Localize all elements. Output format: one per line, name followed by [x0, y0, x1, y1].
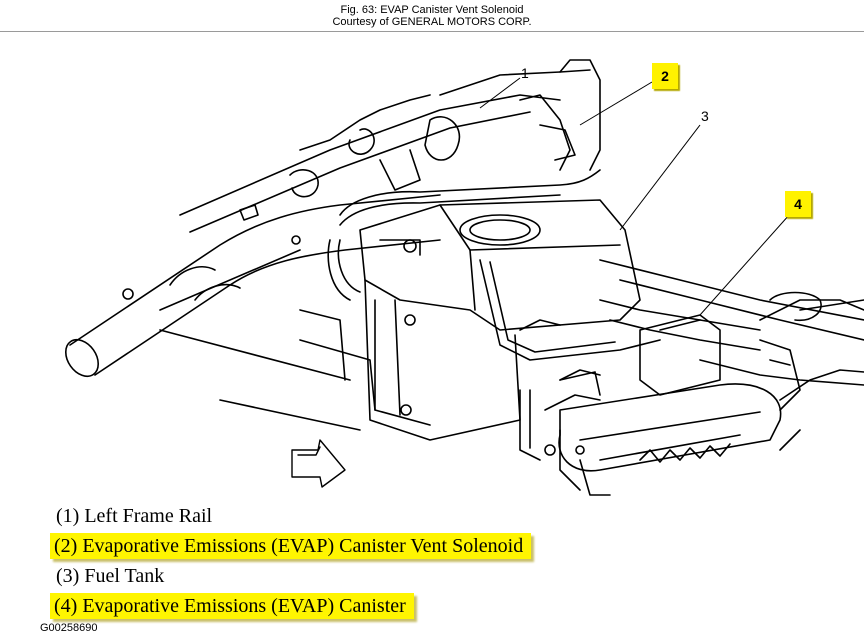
fuel-system-drawing	[64, 59, 864, 496]
highlighted-legend-label: (4) Evaporative Emissions (EVAP) Caniste…	[50, 593, 414, 619]
underbody-drawing	[122, 204, 376, 431]
figure-title: Fig. 63: EVAP Canister Vent Solenoid	[340, 4, 524, 16]
figure-header: Fig. 63: EVAP Canister Vent Solenoid Cou…	[0, 0, 864, 32]
figure-credit: Courtesy of GENERAL MOTORS CORP.	[332, 16, 532, 28]
direction-arrow-drawing	[291, 439, 346, 488]
left-frame-rail-drawing	[179, 59, 601, 233]
legend-item-3: (3) Fuel Tank	[56, 565, 165, 587]
leader-lines	[479, 77, 791, 316]
right-frame-drawing	[599, 259, 864, 451]
legend-item-4: (4) Evaporative Emissions (EVAP) Caniste…	[50, 593, 414, 619]
parts-legend: (1) Left Frame Rail (2) Evaporative Emis…	[0, 502, 864, 622]
callout-2: 2	[652, 63, 678, 89]
callout-1: 1	[521, 65, 529, 81]
callout-3: 3	[701, 108, 709, 124]
fuel-tank-drawing	[359, 199, 641, 441]
figure-code: G00258690	[40, 622, 98, 634]
evap-canister-drawing	[544, 314, 782, 496]
callout-4: 4	[785, 191, 811, 217]
legend-item-2: (2) Evaporative Emissions (EVAP) Caniste…	[50, 533, 532, 559]
highlighted-legend-label: (2) Evaporative Emissions (EVAP) Caniste…	[50, 533, 532, 559]
legend-item-1: (1) Left Frame Rail	[56, 505, 213, 527]
fuel-lines-drawing	[327, 169, 761, 461]
